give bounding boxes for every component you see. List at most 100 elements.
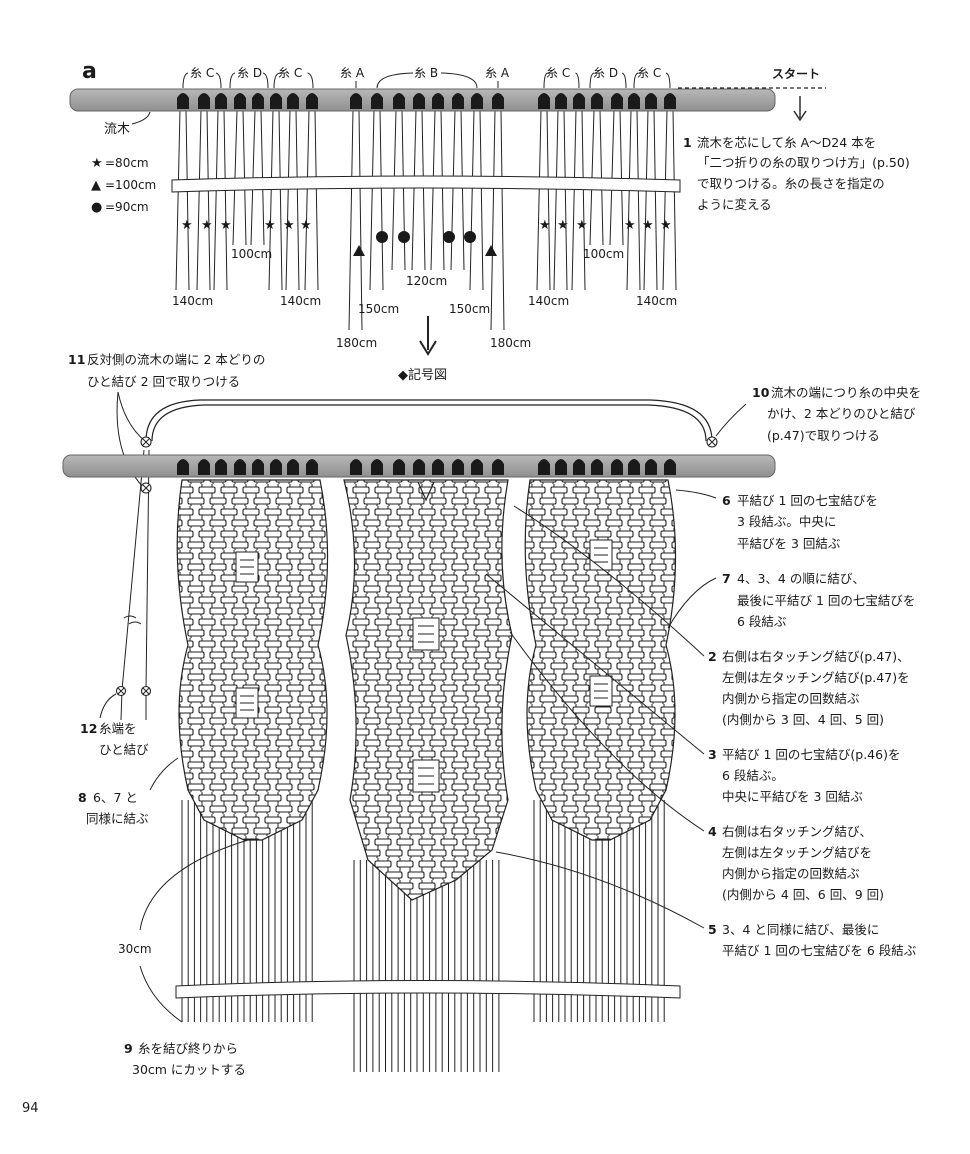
step-7-leader: [667, 577, 717, 629]
lark-head-knot: [287, 459, 299, 475]
step-9-line-1: 糸を結び終りから: [138, 1041, 238, 1056]
step-11-leader: [117, 391, 147, 443]
start-label: スタート: [772, 67, 820, 81]
cord-strand: [609, 109, 615, 246]
step-5-num: 5: [708, 922, 717, 937]
cord-strand: [348, 109, 354, 331]
star-marker: ★: [220, 218, 232, 233]
step-2-line-2: 左側は左タッチング結び(p.47)を: [722, 670, 910, 685]
top-cords: [175, 109, 677, 331]
page-number: 94: [22, 1101, 39, 1116]
length-180-a: 180cm: [336, 336, 377, 350]
step-1: 1 流木を芯にして糸 A〜D24 本を 「二つ折りの糸の取りつけ方」(p.50)…: [683, 135, 910, 212]
star-marker: ★: [264, 218, 276, 233]
step-1-line-4: ように変える: [697, 197, 772, 212]
lark-head-knot: [492, 459, 504, 475]
step-4-line-2: 左側は左タッチング結びを: [722, 845, 872, 860]
step-3-leader: [485, 573, 705, 755]
cut-length-bracket-lower: [139, 965, 183, 1023]
step-3-line-1: 平結び 1 回の七宝結び(p.46)を: [722, 747, 900, 762]
step-1-num: 1: [683, 135, 692, 150]
step-12-line-1: 糸端を: [99, 721, 137, 736]
cord-strand: [295, 109, 300, 291]
star-marker: ★: [283, 218, 295, 233]
center-arrow-head: [419, 340, 437, 356]
lark-head-knot: [270, 93, 282, 109]
knot-panel-center: [343, 479, 513, 901]
group-bracket: [182, 72, 222, 89]
star-marker: ★: [624, 218, 636, 233]
cord-strand: [278, 109, 283, 291]
cord-strand: [232, 109, 238, 246]
step-2-leader: [513, 505, 705, 657]
lark-head-knot: [198, 459, 210, 475]
lark-head-knot: [555, 459, 567, 475]
length-140-right-a: 140cm: [528, 294, 569, 308]
lark-head-knot: [198, 93, 210, 109]
cord-strand: [185, 109, 190, 291]
step-6-line-2: 3 段結ぶ。中央に: [737, 514, 836, 529]
lark-head-knot: [371, 459, 383, 475]
lark-head-knot: [471, 459, 483, 475]
circle-marker: [398, 231, 410, 243]
cord-strand: [242, 109, 247, 246]
step-3-line-3: 中央に平結びを 3 回結ぶ: [722, 789, 863, 804]
lark-head-knot: [252, 459, 264, 475]
cord-strand: [206, 109, 211, 291]
step-4: 4 右側は右タッチング結び、 左側は左タッチング結びを 内側から指定の回数結ぶ …: [708, 824, 884, 902]
cord-strand: [358, 109, 363, 331]
cut-length-label: 30cm: [118, 942, 152, 956]
cord-strand: [672, 109, 677, 291]
lark-head-knot: [177, 93, 189, 109]
lark-head-knot: [432, 93, 444, 109]
lark-head-knot: [252, 93, 264, 109]
driftwood-leader: [131, 111, 151, 125]
legend-triangle-symbol: ▲: [91, 178, 101, 193]
group-label-right_c1: 糸 C: [546, 66, 570, 80]
lark-head-knot: [350, 459, 362, 475]
cord-strand: [662, 109, 668, 291]
legend-circle-text: =90cm: [105, 200, 149, 214]
top-mounting-knots: [177, 93, 676, 109]
step-7-line-2: 最後に平結び 1 回の七宝結びを: [737, 593, 915, 608]
cord-strand: [175, 109, 181, 291]
legend-star-text: =80cm: [105, 156, 149, 170]
lark-head-knot: [555, 93, 567, 109]
panel-label: a: [82, 59, 97, 84]
lark-head-knot: [664, 459, 676, 475]
step-3-line-2: 6 段結ぶ。: [722, 768, 784, 783]
lark-head-knot: [306, 93, 318, 109]
star-marker: ★: [300, 218, 312, 233]
cord-strand: [636, 109, 641, 291]
group-bracket: [543, 72, 580, 89]
step-2-line-4: (内側から 3 回、4 回、5 回): [722, 712, 884, 727]
step-6-leader: [675, 489, 717, 499]
step-3-num: 3: [708, 747, 717, 762]
circle-marker: [376, 231, 388, 243]
length-markers: ★★★★★★★★★★★★: [181, 218, 672, 256]
step-6-num: 6: [722, 493, 731, 508]
length-100-left: 100cm: [231, 247, 272, 261]
step-8: 8 6、7 と 同様に結ぶ: [78, 790, 149, 826]
cord-strand: [379, 109, 384, 291]
step-12: 12 糸端を ひと結び: [80, 721, 149, 757]
cord-strand: [369, 109, 375, 291]
break-band-bottom: [175, 980, 681, 999]
hanging-cord-inner: [151, 404, 707, 442]
lark-head-knot: [234, 93, 246, 109]
lark-head-knot: [234, 459, 246, 475]
cord-strand: [285, 109, 291, 291]
step-1-line-3: で取りつける。糸の長さを指定の: [697, 176, 885, 191]
group-label-right_d: 糸 D: [593, 66, 618, 80]
step-8-line-2: 同様に結ぶ: [86, 811, 149, 826]
cord-strand: [401, 109, 406, 271]
step-5-line-1: 3、4 と同様に結び、最後に: [722, 922, 879, 937]
step-4-line-4: (内側から 4 回、6 回、9 回): [722, 887, 884, 902]
step-8-leader: [149, 757, 179, 791]
step-6-line-1: 平結び 1 回の七宝結びを: [737, 493, 878, 508]
lark-head-knot: [371, 93, 383, 109]
step-4-num: 4: [708, 824, 717, 839]
step-6-line-3: 平結びを 3 回結ぶ: [737, 536, 840, 551]
group-bracket: [229, 72, 269, 89]
